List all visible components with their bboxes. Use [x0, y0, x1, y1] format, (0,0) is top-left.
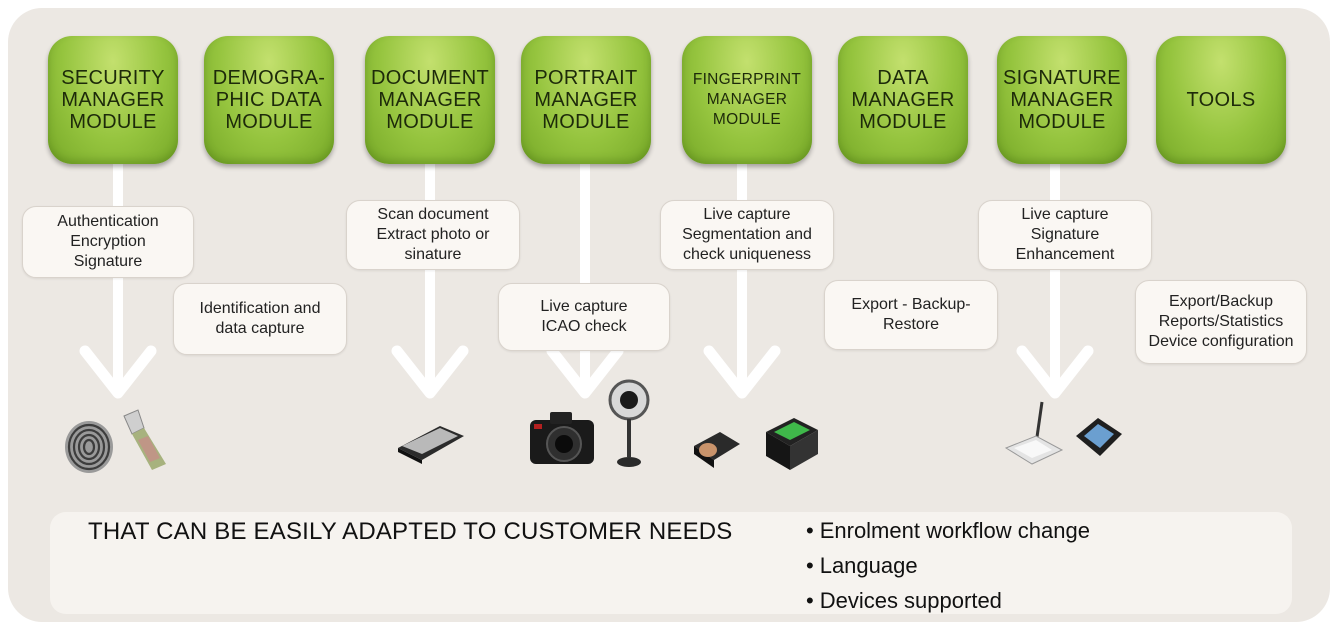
module-fingerprint-manager[interactable]: FINGERPRINT MANAGER MODULE: [682, 36, 812, 164]
feature-note-demographic: Identification and data capture: [173, 283, 347, 355]
document-scanner-icon: [398, 426, 464, 464]
module-security-manager[interactable]: SECURITY MANAGER MODULE: [48, 36, 178, 164]
module-tools[interactable]: TOOLS: [1156, 36, 1286, 164]
adaptability-list: •Enrolment workflow change •Language •De…: [806, 518, 1090, 623]
signature-tablet-icon: [1076, 418, 1122, 456]
camera-icon: [530, 412, 594, 464]
connector-line-portrait: [580, 164, 590, 394]
feature-note-data: Export - Backup- Restore: [824, 280, 998, 350]
feature-note-tools: Export/Backup Reports/Statistics Device …: [1135, 280, 1307, 364]
feature-note-document: Scan document Extract photo or sinature: [346, 200, 520, 270]
module-label: SIGNATURE MANAGER MODULE: [1003, 67, 1121, 133]
feature-note-signature: Live capture Signature Enhancement: [978, 200, 1152, 270]
adaptability-headline: THAT CAN BE EASILY ADAPTED TO CUSTOMER N…: [88, 518, 733, 545]
connector-line-security: [113, 164, 123, 394]
connector-line-document: [425, 164, 435, 394]
fingerprint-image-icon: [65, 421, 113, 473]
arrow-down-icon: [546, 345, 624, 399]
module-label: FINGERPRINT MANAGER MODULE: [692, 71, 802, 128]
connector-line-fingerprint: [737, 164, 747, 394]
module-demographic-data[interactable]: DEMOGRA- PHIC DATA MODULE: [204, 36, 334, 164]
list-item: •Enrolment workflow change: [806, 518, 1090, 543]
fingerprint-reader-icon: [694, 432, 740, 468]
module-label: DOCUMENT MANAGER MODULE: [371, 67, 489, 133]
module-signature-manager[interactable]: SIGNATURE MANAGER MODULE: [997, 36, 1127, 164]
connector-line-signature: [1050, 164, 1060, 394]
module-label: TOOLS: [1186, 89, 1256, 111]
feature-note-portrait: Live capture ICAO check: [498, 283, 670, 351]
signature-pad-icon: [1004, 401, 1064, 465]
webcam-icon: [608, 379, 650, 467]
adaptability-box: [50, 512, 1292, 614]
module-data-manager[interactable]: DATA MANAGER MODULE: [838, 36, 968, 164]
list-item: •Devices supported: [806, 588, 1002, 613]
usb-key-icon: [123, 409, 166, 470]
arrow-down-icon: [391, 345, 469, 399]
module-label: DEMOGRA- PHIC DATA MODULE: [212, 67, 326, 133]
arrow-down-icon: [1016, 345, 1094, 399]
arrow-down-icon: [703, 345, 781, 399]
module-label: PORTRAIT MANAGER MODULE: [534, 67, 638, 133]
feature-note-security: Authentication Encryption Signature: [22, 206, 194, 278]
multi-finger-scanner-icon: [766, 418, 818, 470]
feature-note-fingerprint: Live capture Segmentation and check uniq…: [660, 200, 834, 270]
module-portrait-manager[interactable]: PORTRAIT MANAGER MODULE: [521, 36, 651, 164]
module-label: DATA MANAGER MODULE: [851, 67, 955, 133]
module-document-manager[interactable]: DOCUMENT MANAGER MODULE: [365, 36, 495, 164]
list-item: •Language: [806, 553, 918, 578]
arrow-down-icon: [79, 345, 157, 399]
module-label: SECURITY MANAGER MODULE: [61, 67, 165, 133]
